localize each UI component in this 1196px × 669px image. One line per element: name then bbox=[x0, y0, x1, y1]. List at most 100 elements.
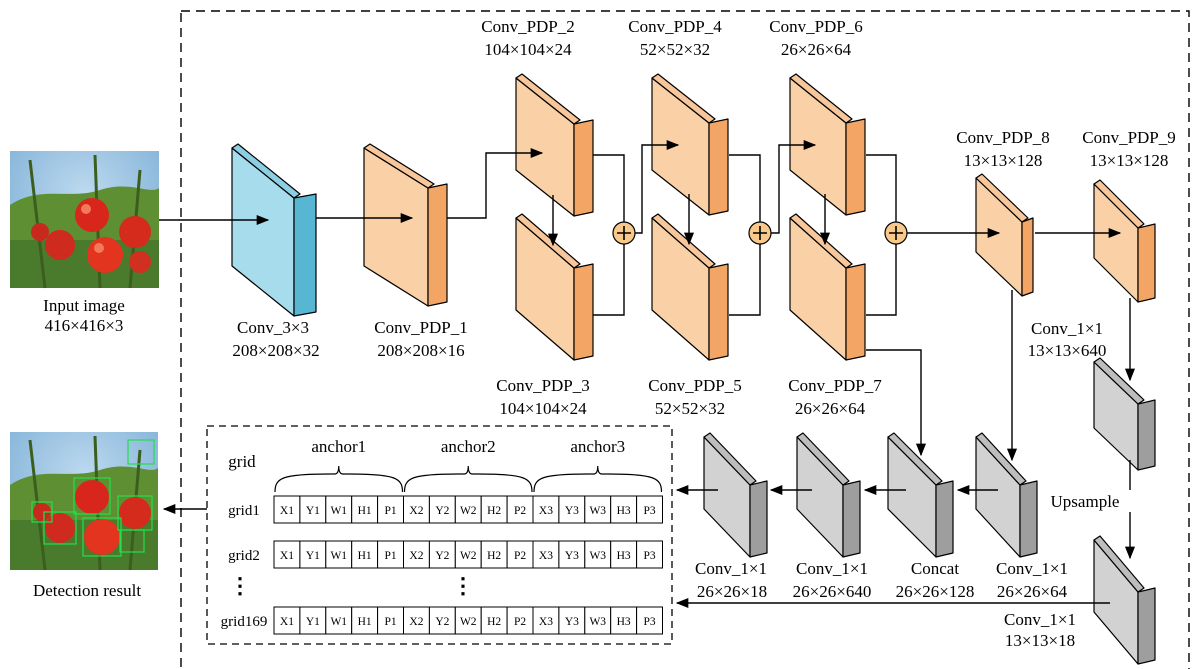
grid-cell: W1 bbox=[330, 616, 347, 628]
c1x1-640-13-shape: 13×13×640 bbox=[1028, 341, 1107, 360]
block-pdp3 bbox=[516, 214, 593, 360]
grid-cell: W3 bbox=[589, 550, 606, 562]
grid-cell: H1 bbox=[358, 550, 372, 562]
block-pdp5 bbox=[652, 214, 728, 360]
grid-cell: W2 bbox=[460, 616, 477, 628]
block-c1x1-640-26 bbox=[797, 433, 860, 557]
pdp7-name: Conv_PDP_7 bbox=[788, 376, 882, 395]
grid-cell: W3 bbox=[589, 505, 606, 517]
grid-cell: Y3 bbox=[565, 616, 579, 628]
c1x1-640-26-shape: 26×26×640 bbox=[793, 582, 872, 601]
grid-cell: Y2 bbox=[435, 505, 449, 517]
pdp9-shape: 13×13×128 bbox=[1090, 151, 1169, 170]
block-c1x1-18-26 bbox=[704, 433, 767, 557]
grid-cell: H1 bbox=[358, 616, 372, 628]
grid-ellipsis-mid: ⋮ bbox=[452, 573, 474, 598]
grid-cell: Y2 bbox=[435, 550, 449, 562]
c1x1-18-13-shape: 13×13×18 bbox=[1005, 631, 1075, 650]
grid-cell: Y1 bbox=[306, 550, 320, 562]
anchor-label: anchor3 bbox=[570, 437, 625, 456]
grid-cell: P1 bbox=[384, 616, 396, 628]
anchor-brace bbox=[275, 466, 403, 492]
pdp3-shape: 104×104×24 bbox=[499, 399, 587, 418]
pdp1-name: Conv_PDP_1 bbox=[374, 318, 468, 337]
pdp5-name: Conv_PDP_5 bbox=[648, 376, 742, 395]
grid-row-label: grid1 bbox=[228, 503, 260, 519]
input-image-size: 416×416×3 bbox=[45, 316, 124, 335]
block-pdp7 bbox=[790, 214, 865, 360]
grid-header: grid bbox=[228, 452, 256, 471]
detection-result-title: Detection result bbox=[33, 581, 141, 600]
c1x1-18-26-shape: 26×26×18 bbox=[697, 582, 767, 601]
grid-cell: X3 bbox=[539, 616, 553, 628]
add-node-2 bbox=[749, 222, 771, 244]
grid-cell: P1 bbox=[384, 550, 396, 562]
block-conv3x3 bbox=[232, 144, 316, 316]
pdp9-name: Conv_PDP_9 bbox=[1082, 128, 1176, 147]
grid-cell: P2 bbox=[514, 616, 526, 628]
anchor-brace bbox=[534, 466, 662, 492]
grid-cell: H3 bbox=[617, 550, 631, 562]
grid-cell: W2 bbox=[460, 505, 477, 517]
detection-result-image bbox=[10, 432, 158, 570]
grid-cell: Y3 bbox=[565, 550, 579, 562]
block-c1x1-64-26 bbox=[976, 433, 1037, 557]
grid-cell: Y1 bbox=[306, 616, 320, 628]
input-image-title: Input image bbox=[43, 296, 125, 315]
c1x1-64-26-name: Conv_1×1 bbox=[996, 559, 1068, 578]
input-image bbox=[10, 151, 159, 288]
block-pdp1 bbox=[364, 144, 447, 306]
grid-cell: P2 bbox=[514, 505, 526, 517]
pdp6-name: Conv_PDP_6 bbox=[769, 17, 863, 36]
c1x1-18-26-name: Conv_1×1 bbox=[695, 559, 767, 578]
pdp3-name: Conv_PDP_3 bbox=[496, 376, 590, 395]
grid-cell: P1 bbox=[384, 505, 396, 517]
add-node-1 bbox=[613, 222, 635, 244]
concat-shape: 26×26×128 bbox=[896, 582, 975, 601]
grid-cell: H1 bbox=[358, 505, 372, 517]
grid-cell: X3 bbox=[539, 505, 553, 517]
block-c1x1-640-13 bbox=[1094, 358, 1155, 470]
c1x1-640-26-name: Conv_1×1 bbox=[796, 559, 868, 578]
pdp8-name: Conv_PDP_8 bbox=[956, 128, 1050, 147]
grid-cell: W1 bbox=[330, 505, 347, 517]
concat-name: Concat bbox=[911, 559, 959, 578]
pdp7-shape: 26×26×64 bbox=[795, 399, 866, 418]
pdp2-name: Conv_PDP_2 bbox=[481, 17, 575, 36]
upsample-label: Upsample bbox=[1051, 492, 1120, 511]
block-pdp2 bbox=[516, 74, 593, 216]
grid-cell: X3 bbox=[539, 550, 553, 562]
pdp4-shape: 52×52×32 bbox=[640, 40, 710, 59]
anchor-label: anchor2 bbox=[441, 437, 496, 456]
add-node-3 bbox=[885, 222, 907, 244]
grid-cell: X1 bbox=[280, 505, 294, 517]
conv3x3-name: Conv_3×3 bbox=[237, 318, 309, 337]
grid-cell: H3 bbox=[617, 616, 631, 628]
anchor-brace bbox=[405, 466, 533, 492]
block-pdp8 bbox=[976, 174, 1033, 296]
c1x1-64-26-shape: 26×26×64 bbox=[997, 582, 1068, 601]
grid-cell: P3 bbox=[643, 505, 655, 517]
grid-cell: X1 bbox=[280, 616, 294, 628]
grid-cell: W2 bbox=[460, 550, 477, 562]
grid-cell: X2 bbox=[409, 616, 423, 628]
grid-cell: P2 bbox=[514, 550, 526, 562]
grid-cell: W1 bbox=[330, 550, 347, 562]
conv3x3-shape: 208×208×32 bbox=[232, 341, 319, 360]
pdp1-shape: 208×208×16 bbox=[377, 341, 464, 360]
grid-cell: H3 bbox=[617, 505, 631, 517]
c1x1-18-13-name: Conv_1×1 bbox=[1004, 610, 1076, 629]
grid-row-label: grid2 bbox=[228, 548, 260, 564]
grid-cell: Y2 bbox=[435, 616, 449, 628]
grid-cell: X2 bbox=[409, 505, 423, 517]
grid-cell: W3 bbox=[589, 616, 606, 628]
grid-cell: X1 bbox=[280, 550, 294, 562]
grid-row-label: grid169 bbox=[221, 614, 268, 630]
grid-cell: H2 bbox=[487, 505, 501, 517]
pdp5-shape: 52×52×32 bbox=[655, 399, 725, 418]
c1x1-640-13-name: Conv_1×1 bbox=[1031, 319, 1103, 338]
anchor-label: anchor1 bbox=[311, 437, 366, 456]
block-pdp9 bbox=[1094, 180, 1155, 302]
grid-cell: X2 bbox=[409, 550, 423, 562]
grid-cell: H2 bbox=[487, 550, 501, 562]
